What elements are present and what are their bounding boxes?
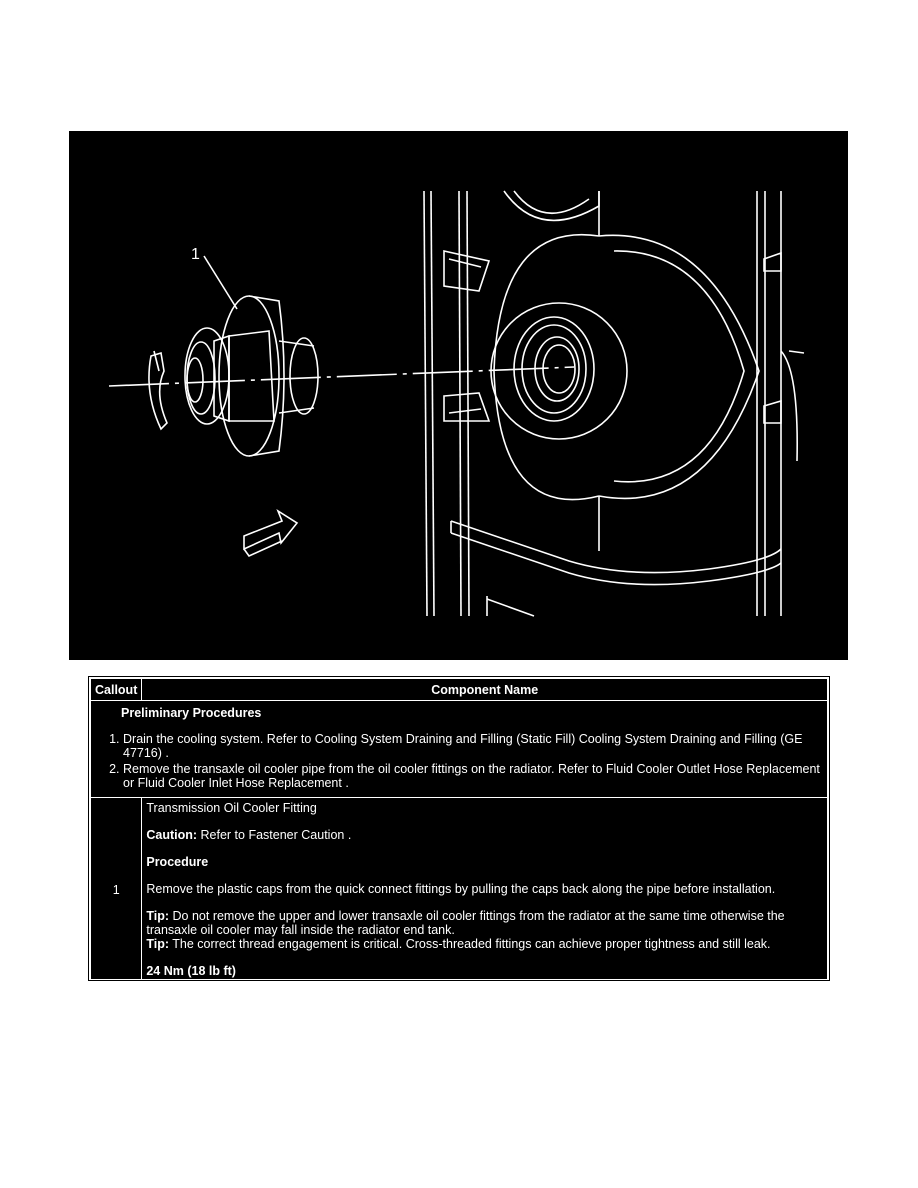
- procedure-label: Procedure: [146, 855, 209, 869]
- caution-label: Caution:: [146, 828, 198, 842]
- procedure-text: Remove the plastic caps from the quick c…: [146, 882, 776, 896]
- callout-number-cell: 1: [89, 797, 143, 982]
- component-details-cell: Transmission Oil Cooler Fitting Caution:…: [141, 797, 828, 982]
- preliminary-steps: Drain the cooling system. Refer to Cooli…: [95, 732, 823, 790]
- preliminary-step: Drain the cooling system. Refer to Cooli…: [123, 732, 823, 760]
- caution-line: Caution: Refer to Fastener Caution .: [146, 828, 823, 842]
- radiator-end-tank: [423, 190, 805, 617]
- procedure-table: Callout Component Name Preliminary Proce…: [88, 676, 830, 982]
- tip-label: Tip:: [146, 909, 170, 923]
- tip-text: The correct thread engagement is critica…: [169, 937, 771, 951]
- cooler-fitting-illustration: 1: [69, 131, 848, 660]
- caution-text: Refer to Fastener Caution .: [197, 828, 352, 842]
- table-row: 1 Transmission Oil Cooler Fitting Cautio…: [89, 797, 828, 982]
- component-name: Transmission Oil Cooler Fitting: [146, 801, 317, 815]
- view-direction-arrow: [243, 509, 299, 558]
- callout-number: 1: [191, 246, 200, 263]
- component-column-header: Component Name: [141, 678, 828, 701]
- tip-line: Tip: The correct thread engagement is cr…: [146, 937, 823, 951]
- preliminary-row: Preliminary Procedures Drain the cooling…: [90, 700, 828, 798]
- torque-spec: 24 Nm (18 lb ft): [146, 964, 236, 978]
- tip-line: Tip: Do not remove the upper and lower t…: [146, 909, 823, 937]
- preliminary-step: Remove the transaxle oil cooler pipe fro…: [123, 762, 823, 790]
- tip-text: Do not remove the upper and lower transa…: [146, 909, 785, 937]
- table-header-row: Callout Component Name: [89, 678, 828, 701]
- callout-leader: [203, 255, 238, 310]
- retaining-clip: [148, 350, 168, 431]
- tip-label: Tip:: [146, 937, 170, 951]
- callout-column-header: Callout: [89, 678, 143, 701]
- centerline: [108, 366, 575, 387]
- oil-cooler-fitting: [184, 295, 319, 457]
- preliminary-title: Preliminary Procedures: [121, 706, 262, 720]
